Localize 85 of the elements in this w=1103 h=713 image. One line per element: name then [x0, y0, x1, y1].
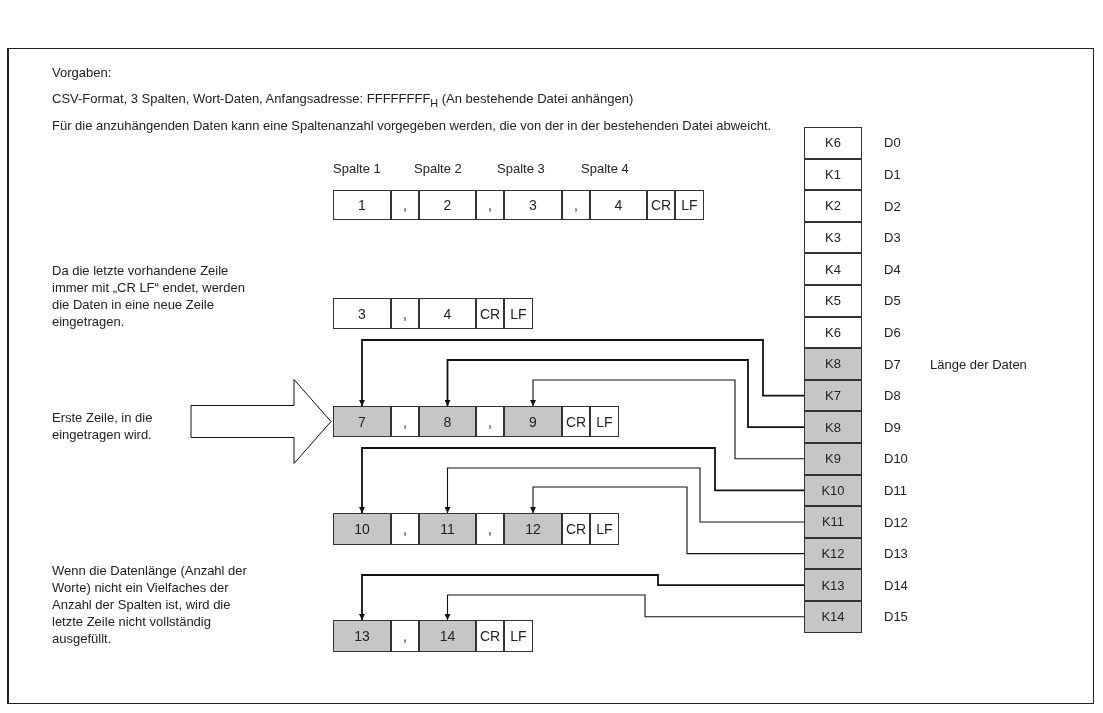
data-field-cell: CR: [476, 298, 504, 329]
data-field-cell: ,: [476, 406, 504, 437]
spec-text: CSV-Format, 3 Spalten, Wort-Daten, Anfangsadresse: FFFFFFFF$_{H}$ (An bestehende Datei anhängen): [52, 90, 634, 111]
arrow: [444, 594, 805, 621]
register-cell: K5: [804, 285, 862, 317]
data-field-cell: ,: [391, 298, 419, 329]
data-field-cell: 1: [333, 190, 391, 220]
data-field-cell: 13: [333, 620, 391, 652]
arrow: [359, 574, 805, 621]
register-address: D13: [884, 545, 908, 563]
register-note: Länge der Daten: [930, 355, 1027, 373]
data-field-cell: 12: [504, 513, 562, 545]
arrow: [359, 447, 805, 514]
data-field-cell: ,: [476, 513, 504, 545]
register-cell: K6: [804, 127, 862, 159]
register-cell: K13: [804, 569, 862, 601]
register-address: D5: [884, 292, 901, 310]
annotation-text: Erste Zeile, in die eingetragen wird.: [52, 409, 182, 443]
data-field-cell: 2: [419, 190, 476, 220]
register-address: D12: [884, 513, 908, 531]
data-field-cell: LF: [590, 513, 619, 545]
arrow: [444, 467, 805, 523]
arrow: [359, 339, 805, 407]
column-label: Spalte 4: [581, 160, 629, 177]
data-field-cell: 9: [504, 406, 562, 437]
register-address: D8: [884, 387, 901, 405]
block-arrow: [190, 379, 332, 464]
data-field-cell: ,: [476, 190, 504, 220]
register-address: D2: [884, 197, 901, 215]
register-address: D11: [884, 481, 907, 499]
register-cell: K3: [804, 221, 862, 254]
register-address: D7: [884, 355, 901, 373]
arrow: [444, 359, 805, 429]
heading-text: Vorgaben:: [52, 64, 112, 81]
annotation-text: Wenn die Datenlänge (Anzahl der Worte) nicht ein Vielfaches der Anzahl der Spalten ist, wird die letzte Zeile nicht vollständig ausgefüllt.: [52, 562, 248, 647]
data-field-cell: LF: [504, 298, 533, 329]
data-field-cell: 14: [419, 620, 476, 652]
column-label: Spalte 3: [497, 160, 545, 177]
data-field-cell: ,: [391, 406, 419, 437]
data-field-cell: 7: [333, 406, 391, 437]
note-text: Für die anzuhängenden Daten kann eine Spaltenanzahl vorgegeben werden, die von der in der bestehenden Datei abweicht.: [52, 117, 772, 134]
register-cell: K1: [804, 158, 862, 191]
data-field-cell: LF: [675, 190, 704, 220]
register-cell: K7: [804, 379, 862, 412]
data-field-cell: CR: [476, 620, 504, 652]
register-address: D3: [884, 229, 901, 247]
data-field-cell: 8: [419, 406, 476, 437]
register-address: D4: [884, 260, 901, 278]
register-cell: K14: [804, 601, 862, 633]
register-address: D10: [884, 450, 908, 468]
data-field-cell: ,: [391, 513, 419, 545]
register-address: D14: [884, 576, 908, 594]
data-field-cell: 4: [419, 298, 476, 329]
register-cell: K9: [804, 443, 862, 475]
arrow: [530, 486, 805, 555]
register-address: D1: [884, 165, 901, 183]
register-address: D0: [884, 134, 901, 152]
data-field-cell: 3: [333, 298, 391, 329]
data-field-cell: LF: [590, 406, 619, 437]
register-cell: K4: [804, 253, 862, 285]
data-field-cell: 10: [333, 513, 391, 545]
register-cell: K10: [804, 474, 862, 507]
arrow: [530, 379, 805, 460]
register-address: D6: [884, 323, 901, 341]
annotation-text: Da die letzte vorhandene Zeile immer mit „CR LF“ endet, werden die Daten in eine neue Zeile eingetragen.: [52, 262, 246, 330]
register-cell: K11: [804, 506, 862, 538]
register-cell: K8: [804, 411, 862, 443]
data-field-cell: ,: [562, 190, 590, 220]
data-field-cell: CR: [647, 190, 675, 220]
register-address: D9: [884, 418, 901, 436]
data-field-cell: LF: [504, 620, 533, 652]
data-field-cell: 4: [590, 190, 647, 220]
register-cell: K2: [804, 190, 862, 222]
column-label: Spalte 1: [333, 160, 381, 177]
data-field-cell: 3: [504, 190, 562, 220]
column-label: Spalte 2: [414, 160, 462, 177]
register-address: D15: [884, 608, 908, 626]
register-cell: K8: [804, 348, 862, 380]
data-field-cell: CR: [562, 406, 590, 437]
register-cell: K12: [804, 537, 862, 570]
register-cell: K6: [804, 316, 862, 349]
data-field-cell: 11: [419, 513, 476, 545]
data-field-cell: CR: [562, 513, 590, 545]
data-field-cell: ,: [391, 190, 419, 220]
data-field-cell: ,: [391, 620, 419, 652]
